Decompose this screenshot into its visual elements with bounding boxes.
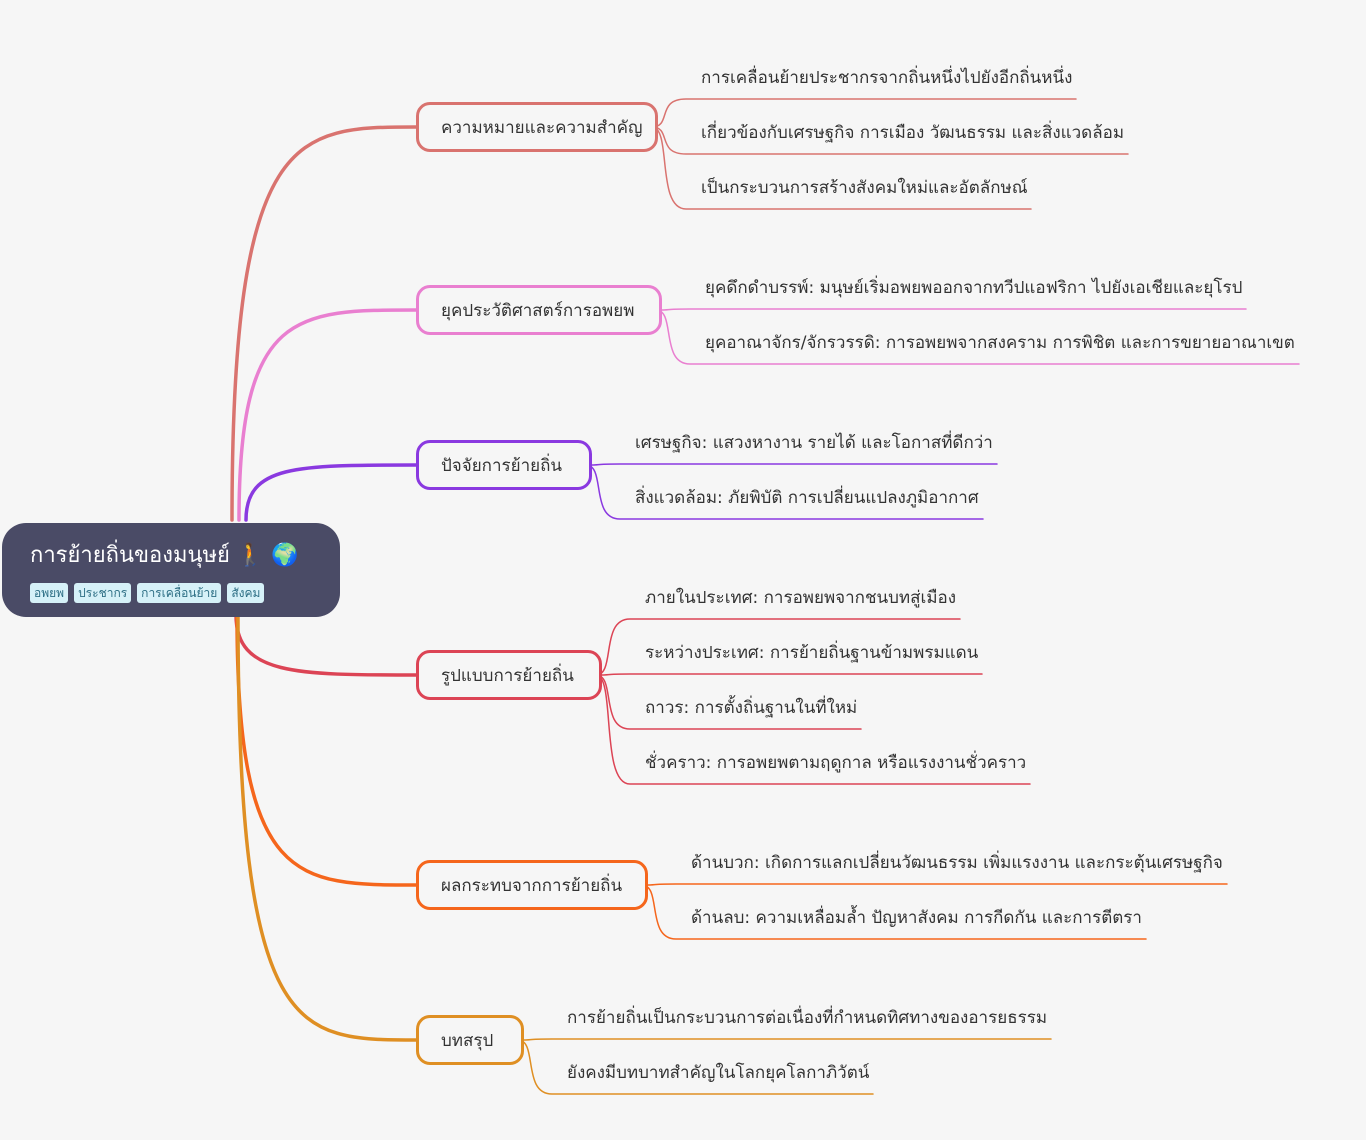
branch-connector-3 [244, 463, 418, 522]
leaf-connector-4-2 [595, 673, 983, 676]
leaf-conclusion-2[interactable]: ยังคงมีบทบาทสำคัญในโลกยุคโลกาภิวัตน์ [567, 1063, 870, 1083]
leaf-history-2[interactable]: ยุคอาณาจักร/จักรวรรดิ: การอพยพจากสงคราม … [705, 333, 1295, 353]
branch-connector-5 [235, 613, 418, 887]
leaf-conclusion-1[interactable]: การย้ายถิ่นเป็นกระบวนการต่อเนื่องที่กำหน… [567, 1008, 1048, 1028]
tag-population[interactable]: ประชากร [74, 583, 132, 603]
leaf-patterns-4[interactable]: ชั่วคราว: การอพยพตามฤดูกาล หรือแรงงานชั่… [645, 753, 1027, 773]
leaf-patterns-1[interactable]: ภายในประเทศ: การอพยพจากชนบทสู่เมือง [645, 588, 957, 608]
leaf-patterns-3[interactable]: ถาวร: การตั้งถิ่นฐานในที่ใหม่ [645, 698, 858, 718]
root-title: การย้ายถิ่นของมนุษย์ 🚶 🌍 [30, 543, 299, 568]
leaf-factors-2[interactable]: สิ่งแวดล้อม: ภัยพิบัติ การเปลี่ยนแปลงภูม… [635, 488, 979, 508]
leaf-meaning-1[interactable]: การเคลื่อนย้ายประชากรจากถิ่นหนึ่งไปยังอี… [701, 68, 1073, 88]
leaf-connector-5-1 [641, 883, 1228, 886]
root-tags: อพยพ ประชากร การเคลื่อนย้าย สังคม [30, 583, 265, 603]
leaf-connector-2-1 [655, 308, 1247, 311]
leaf-connector-3-1 [585, 463, 998, 466]
branch-patterns[interactable]: รูปแบบการย้ายถิ่น [416, 650, 602, 700]
branch-connector-2 [237, 308, 418, 522]
branch-connector-4 [234, 613, 418, 677]
branch-impacts[interactable]: ผลกระทบจากการย้ายถิ่น [416, 860, 648, 910]
root-topic[interactable]: การย้ายถิ่นของมนุษย์ 🚶 🌍 อพยพ ประชากร กา… [2, 523, 340, 617]
tag-migration[interactable]: อพยพ [30, 583, 69, 603]
tag-movement[interactable]: การเคลื่อนย้าย [137, 583, 222, 603]
leaf-impacts-1[interactable]: ด้านบวก: เกิดการแลกเปลี่ยนวัฒนธรรม เพิ่ม… [691, 853, 1223, 873]
leaf-meaning-2[interactable]: เกี่ยวข้องกับเศรษฐกิจ การเมือง วัฒนธรรม … [701, 123, 1125, 143]
branch-factors[interactable]: ปัจจัยการย้ายถิ่น [416, 440, 592, 490]
branch-conclusion[interactable]: บทสรุป [416, 1015, 524, 1065]
leaf-factors-1[interactable]: เศรษฐกิจ: แสวงหางาน รายได้ และโอกาสที่ดี… [635, 433, 993, 453]
leaf-impacts-2[interactable]: ด้านลบ: ความเหลื่อมล้ำ ปัญหาสังคม การกีด… [691, 908, 1142, 928]
branch-history[interactable]: ยุคประวัติศาสตร์การอพยพ [416, 285, 662, 335]
tag-society[interactable]: สังคม [227, 583, 265, 603]
branch-meaning-importance[interactable]: ความหมายและความสำคัญ [416, 102, 658, 152]
branch-connector-1 [230, 125, 418, 522]
leaf-patterns-2[interactable]: ระหว่างประเทศ: การย้ายถิ่นฐานข้ามพรมแดน [645, 643, 979, 663]
leaf-history-1[interactable]: ยุคดึกดำบรรพ์: มนุษย์เริ่มอพยพออกจากทวีป… [705, 278, 1243, 298]
leaf-meaning-3[interactable]: เป็นกระบวนการสร้างสังคมใหม่และอัตลักษณ์ [701, 178, 1028, 198]
branch-connector-6 [236, 613, 418, 1042]
leaf-connector-6-1 [517, 1038, 1052, 1041]
